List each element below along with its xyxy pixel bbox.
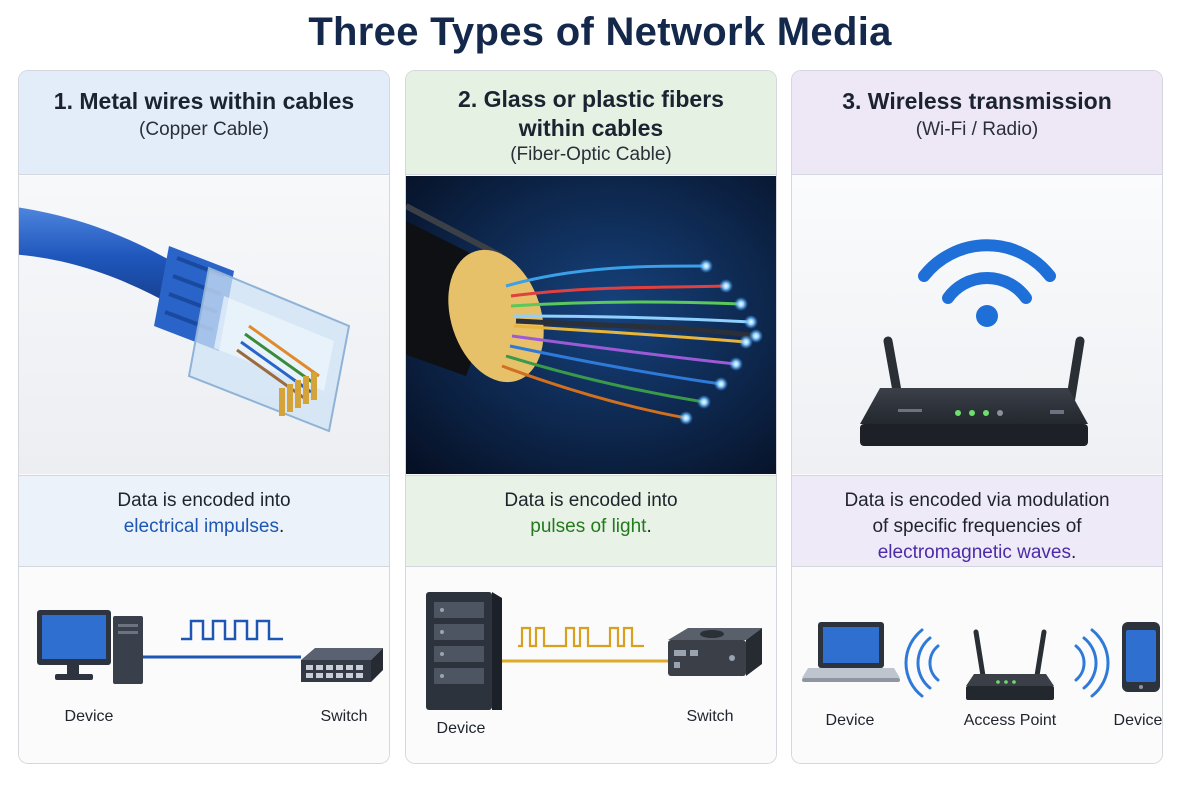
fiber-connection-diagram: Device Switch [406,568,776,763]
switch-label: Switch [320,708,368,725]
wireless-router-image [792,176,1162,474]
desc-line: Data is encoded via modulation [844,490,1110,511]
laptop-device-label: Device [825,712,875,729]
card-subtitle: (Copper Cable) [139,119,269,140]
fiber-switch-icon [668,628,762,676]
network-switch-icon [301,648,383,682]
device-label: Device [436,720,486,737]
card-subtitle: (Wi-Fi / Radio) [915,119,1039,140]
desktop-computer-icon [37,610,143,684]
fiber-optic-card: 2. Glass or plastic fibers within cables… [405,70,777,764]
access-point-label: Access Point [963,712,1057,729]
card-description: Data is encoded via modulation of specif… [792,475,1162,567]
desc-end: . [278,516,285,537]
device-label: Device [64,708,114,725]
desc-end: . [1070,542,1077,563]
card-title-line1: 2. Glass or plastic fibers [458,86,724,112]
phone-device-label: Device [1113,712,1163,729]
card-subtitle: (Fiber-Optic Cable) [510,144,672,165]
wireless-waves-icon [904,628,1110,698]
card-header: 2. Glass or plastic fibers within cables… [406,71,776,175]
wireless-connection-diagram: Device Access Point Device [792,568,1163,763]
laptop-icon [802,622,900,682]
light-pulse-icon [679,259,763,425]
rj45-connector-icon [187,266,351,433]
card-header: 1. Metal wires within cables (Copper Cab… [19,71,389,175]
switch-label: Switch [686,708,734,725]
access-point-icon [966,629,1054,700]
copper-connection-diagram: Device Switch [19,568,389,763]
desc-line: Data is encoded into [504,490,678,511]
optical-fibers-icon [501,264,757,420]
desc-line: of specific frequencies of [872,516,1082,537]
card-title: 1. Metal wires within cables [53,88,355,114]
wifi-signal-icon [918,239,1056,327]
desc-line: Data is encoded into [117,490,291,511]
desc-highlight: electromagnetic waves [877,542,1071,563]
smartphone-icon [1122,622,1160,692]
copper-cable-card: 1. Metal wires within cables (Copper Cab… [18,70,390,764]
card-title-line2: within cables [518,115,664,141]
wireless-router-icon [860,336,1088,446]
server-tower-icon [426,592,502,710]
card-description: Data is encoded into pulses of light. [406,475,776,567]
card-title: 3. Wireless transmission [842,88,1112,114]
wireless-card: 3. Wireless transmission (Wi-Fi / Radio) [791,70,1163,764]
card-header: 3. Wireless transmission (Wi-Fi / Radio) [792,71,1162,175]
desc-highlight: electrical impulses [123,516,279,537]
fiber-optic-image [406,176,776,474]
desc-highlight: pulses of light [530,516,647,537]
cable-icon [19,207,189,306]
page-title: Three Types of Network Media [308,10,892,54]
copper-cable-image [19,176,389,474]
desc-end: . [646,516,652,537]
card-description: Data is encoded into electrical impulses… [19,475,389,567]
electrical-pulse-icon [181,619,283,641]
light-pulse-signal-icon [518,626,644,648]
